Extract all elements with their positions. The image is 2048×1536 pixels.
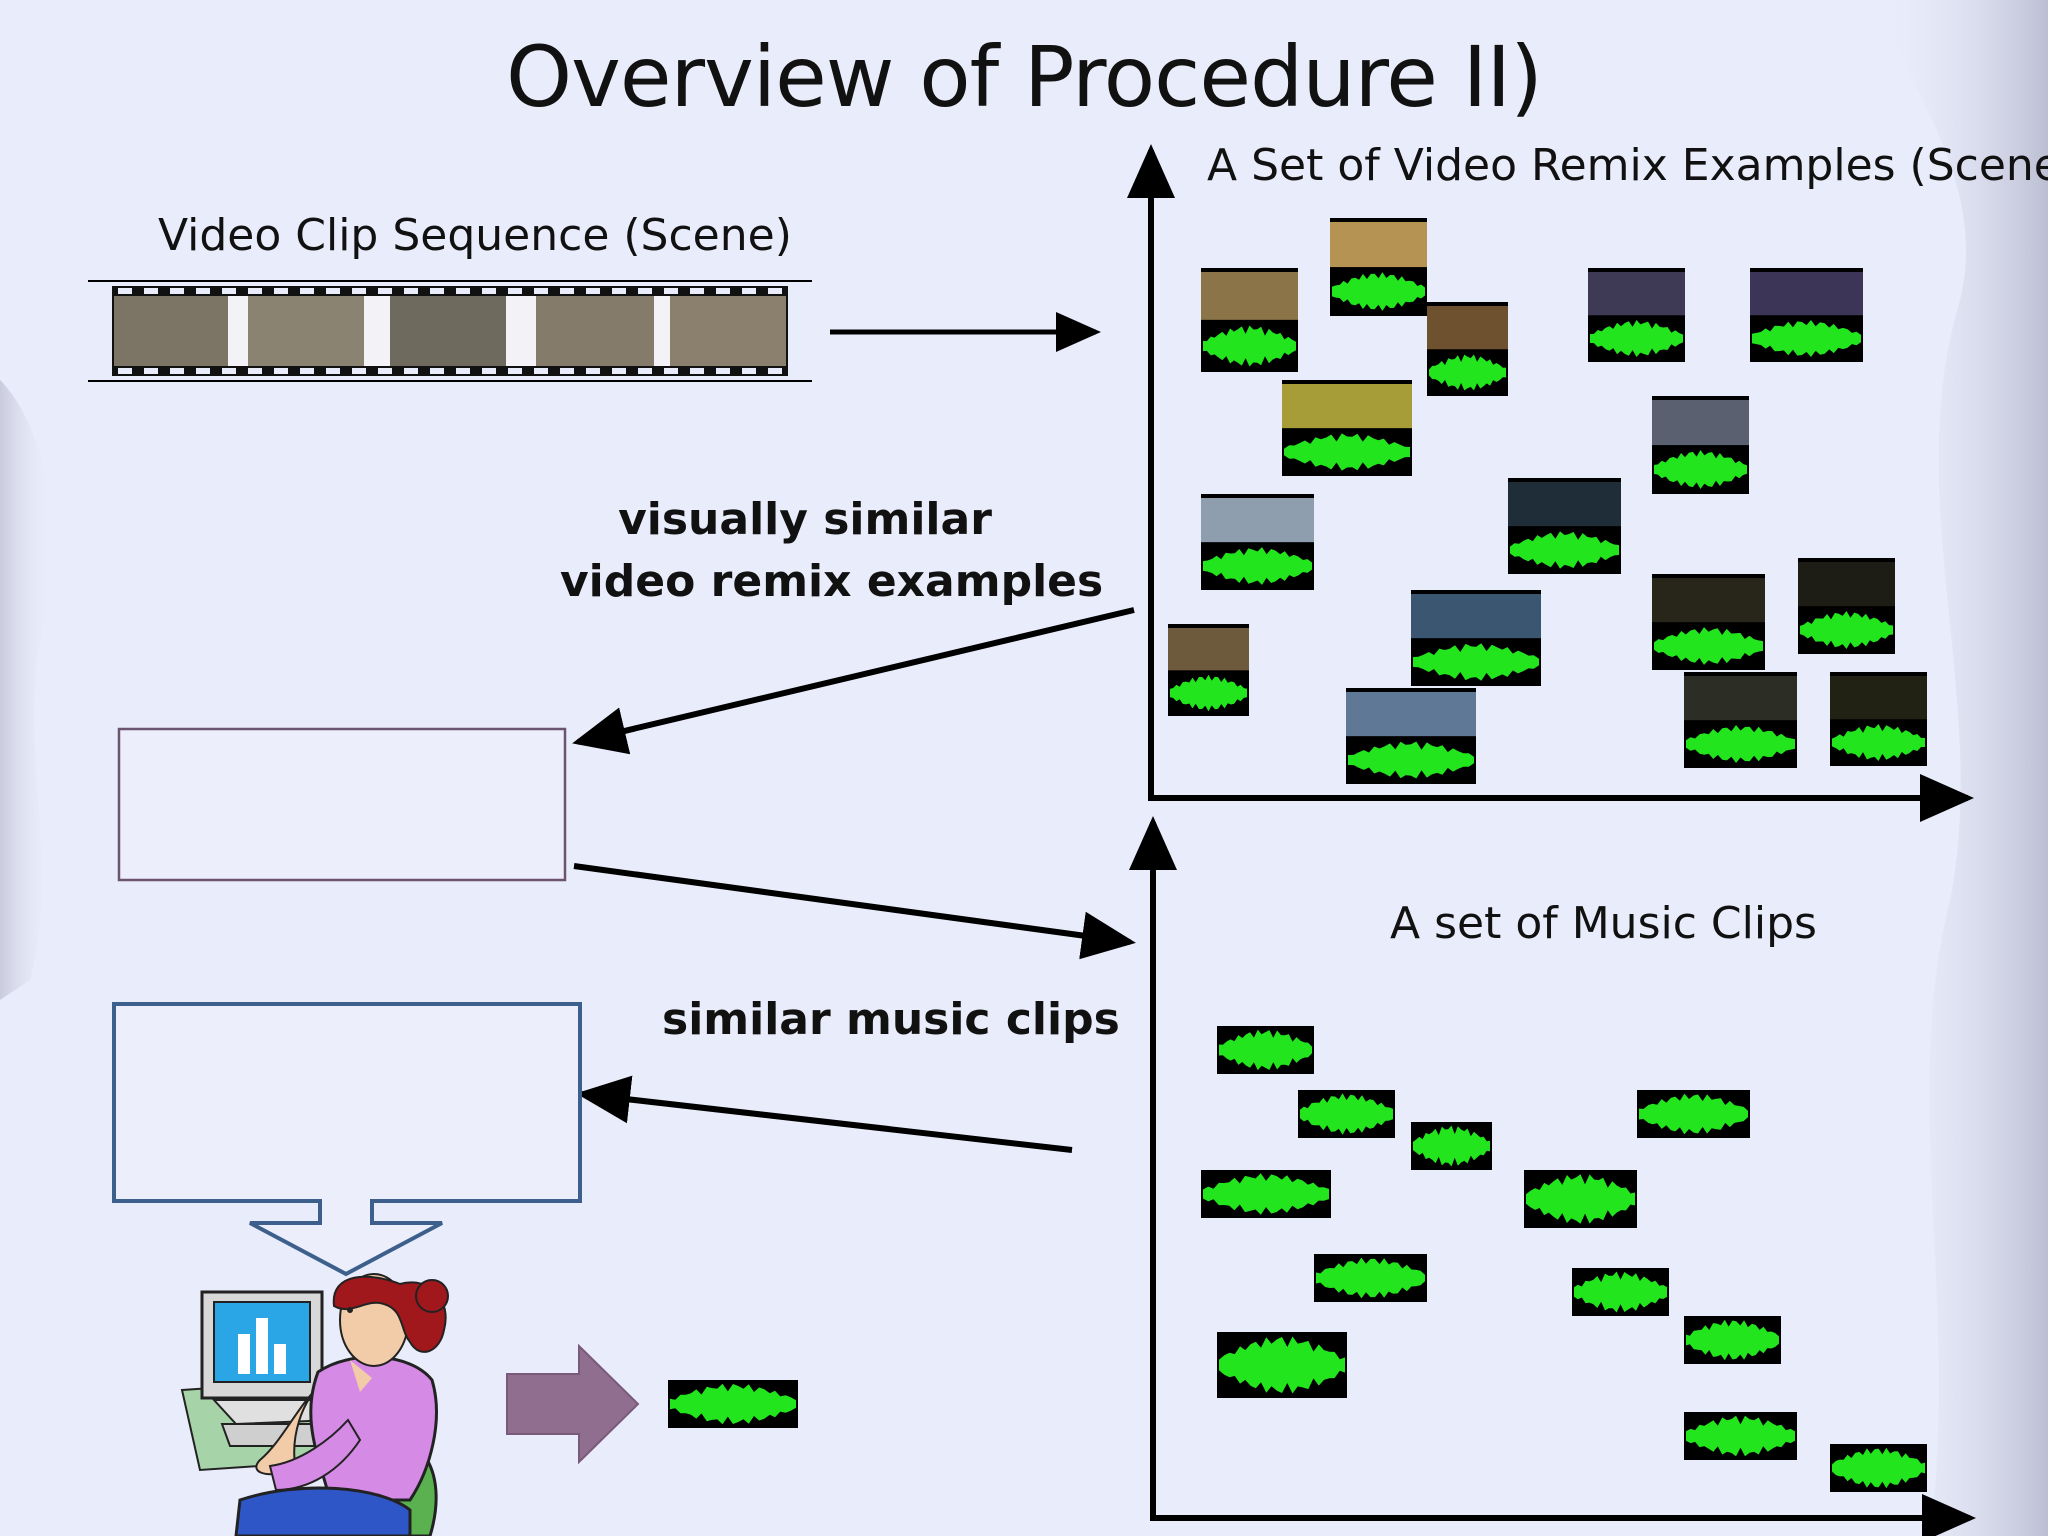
right-block-arrow-icon xyxy=(506,1343,640,1465)
remix-example-clip xyxy=(1508,478,1621,574)
music-plot-axes xyxy=(1129,816,1976,1536)
slide-title: Overview of Procedure II) xyxy=(506,28,1543,126)
remix-example-clip xyxy=(1346,688,1476,784)
similar-music-clips-label: similar music clips xyxy=(662,994,1120,1045)
output-music-clip xyxy=(668,1380,798,1428)
remix-example-clip xyxy=(1588,268,1685,362)
remix-example-clip xyxy=(1168,624,1249,716)
film-strip-icon xyxy=(88,280,812,382)
music-clip xyxy=(1314,1254,1427,1302)
music-clips-callout-box xyxy=(112,1002,582,1277)
music-set-label: A set of Music Clips xyxy=(1390,898,1817,949)
remix-example-clip xyxy=(1652,396,1749,494)
remix-example-clip xyxy=(1201,268,1298,372)
music-clip xyxy=(1524,1170,1637,1228)
music-clip xyxy=(1684,1316,1781,1364)
visually-similar-line-2: video remix examples xyxy=(560,556,1104,607)
music-clip xyxy=(1298,1090,1395,1138)
music-clip xyxy=(1830,1444,1927,1492)
music-clip xyxy=(1217,1026,1314,1074)
remix-plot-axes xyxy=(1127,144,1974,822)
music-clip xyxy=(1217,1332,1347,1398)
user-at-computer-icon xyxy=(180,1273,449,1536)
remix-example-clip xyxy=(1282,380,1412,476)
visually-similar-line-1: visually similar xyxy=(618,494,992,545)
remix-example-clip xyxy=(1330,218,1427,316)
remix-example-clip xyxy=(1798,558,1895,654)
video-clip-sequence-label: Video Clip Sequence (Scene) xyxy=(158,210,792,261)
remix-example-clip xyxy=(1201,494,1314,590)
music-clip xyxy=(1201,1170,1331,1218)
arrow-remix-set-to-box xyxy=(572,607,1135,755)
arrow-box-to-music-set xyxy=(573,863,1136,960)
remix-example-clip xyxy=(1684,672,1797,768)
remix-example-clip xyxy=(1427,302,1508,396)
remix-example-clip xyxy=(1652,574,1765,670)
remix-example-clip xyxy=(1750,268,1863,362)
arrow-music-set-to-box xyxy=(576,1075,1073,1153)
music-clip xyxy=(1572,1268,1669,1316)
music-clip xyxy=(1637,1090,1750,1138)
remix-set-label: A Set of Video Remix Examples (Scenes) xyxy=(1207,140,2048,191)
remix-examples-box xyxy=(117,727,567,882)
music-clip xyxy=(1684,1412,1797,1460)
remix-example-clip xyxy=(1411,590,1541,686)
remix-example-clip xyxy=(1830,672,1927,766)
music-clip xyxy=(1411,1122,1492,1170)
